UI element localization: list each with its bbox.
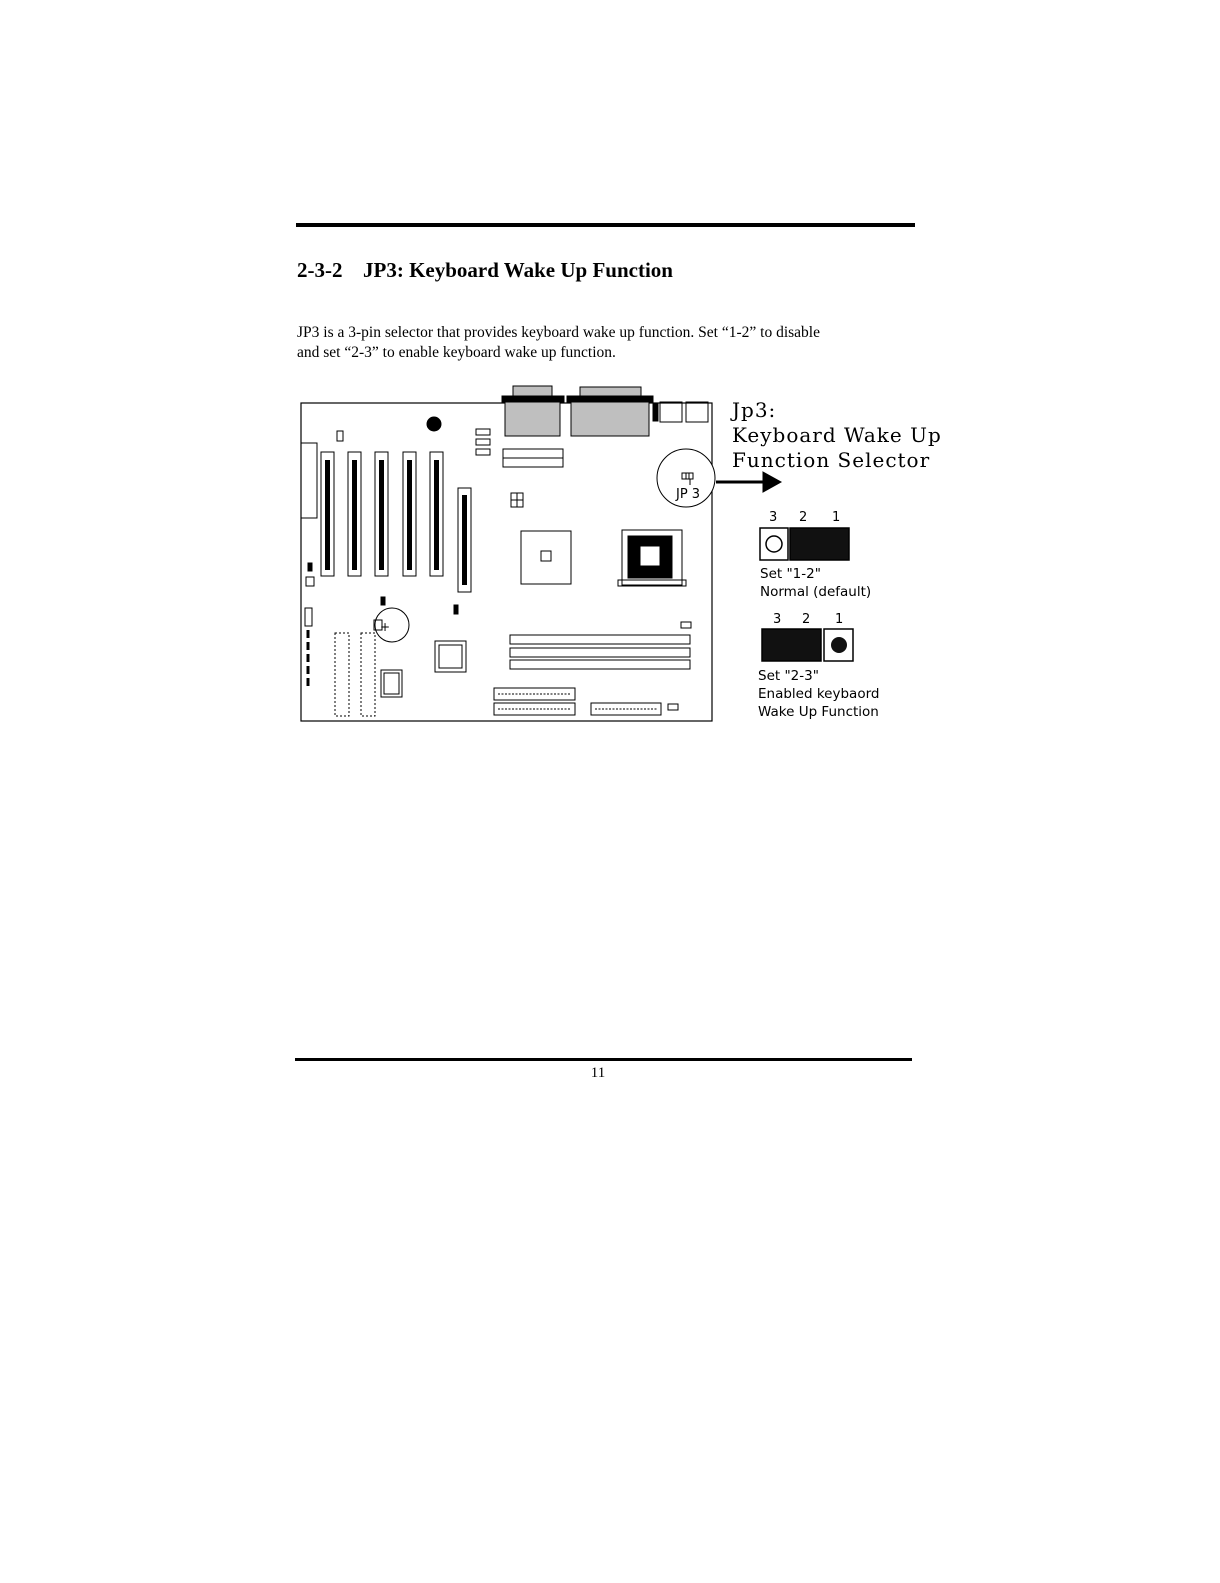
section-title: JP3: Keyboard Wake Up Function — [363, 258, 673, 282]
fan-header-1 — [475, 428, 491, 436]
jumper-cap-1-2 — [789, 527, 850, 561]
bios-chip — [380, 669, 403, 698]
callout-line-2: Function Selector — [732, 448, 930, 472]
small-header-3 — [305, 576, 315, 587]
svg-text:+: + — [380, 620, 390, 634]
floppy-connector — [590, 702, 662, 716]
pci-slot-5 — [429, 451, 444, 577]
pci-slot-1 — [320, 451, 335, 577]
ide-connector-2 — [493, 702, 576, 716]
isa-slot — [300, 442, 318, 519]
pin-1-dot — [831, 637, 847, 653]
setting-1-2-desc: Normal (default) — [760, 584, 871, 600]
dimm-slot-2 — [509, 647, 691, 658]
jp3-figure: + JP 3 Jp3: Keyboard Wake Up Functi — [300, 385, 941, 722]
ide-connector-dotted-1 — [334, 632, 350, 717]
body-line-1: JP3 is a 3-pin selector that provides ke… — [297, 324, 820, 341]
cpu-socket — [621, 529, 683, 586]
callout-title: Jp3: — [730, 398, 776, 422]
pin-number-3: 3 — [773, 612, 781, 627]
small-header-2 — [307, 562, 313, 572]
jp3-board-label: JP 3 — [675, 487, 700, 502]
pci-slot-3 — [374, 451, 389, 577]
agp-slot — [457, 487, 472, 593]
page-number: 11 — [590, 1065, 606, 1081]
setting-2-3-desc-2: Wake Up Function — [758, 704, 879, 720]
header-rule — [296, 223, 915, 227]
front-panel-header — [304, 607, 313, 627]
header-small-1 — [336, 430, 344, 442]
pin-3-open — [765, 535, 783, 553]
small-header-5 — [453, 604, 459, 615]
small-header-4 — [380, 596, 386, 606]
small-header-7 — [667, 703, 679, 711]
setting-1-2-label: Set "1-2" — [760, 566, 821, 582]
section-heading: 2-3-2 JP3: Keyboard Wake Up Function — [297, 258, 673, 283]
setting-2-3-desc-1: Enabled keybaord — [758, 686, 879, 702]
jumper-cap-2-3 — [761, 628, 822, 662]
southbridge-chip — [434, 640, 467, 673]
jumper-setting-2-3: 3 2 1 Set "2-3" Enabled keybaord Wake Up… — [758, 612, 879, 720]
pin-number-1: 1 — [835, 612, 843, 627]
callout-line-1: Keyboard Wake Up — [732, 423, 942, 447]
body-line-2: and set “2-3” to enable keyboard wake up… — [297, 344, 616, 361]
jp3-on-board — [681, 472, 694, 480]
dimm-slot-1 — [509, 634, 691, 645]
audio-block — [652, 402, 659, 422]
usb-port-2 — [685, 401, 709, 423]
pci-slot-4 — [402, 451, 417, 577]
usb-port-1 — [659, 401, 683, 423]
motherboard-diagram: + — [300, 385, 783, 722]
jumper-setting-1-2: 3 2 1 Set "1-2" Normal (default) — [759, 510, 871, 600]
dimm-slot-3 — [509, 659, 691, 670]
callout-arrow-head — [762, 471, 783, 493]
pin-number-3: 3 — [769, 510, 777, 525]
pin-number-2: 2 — [799, 510, 807, 525]
fan-header-3 — [475, 448, 491, 456]
ide-connector-1 — [493, 687, 576, 701]
ide-connector-dotted-2 — [360, 632, 376, 717]
section-number: 2-3-2 — [297, 258, 343, 282]
pin-number-1: 1 — [832, 510, 840, 525]
pin-number-2: 2 — [802, 612, 810, 627]
northbridge-chip — [520, 530, 572, 585]
battery — [374, 607, 410, 643]
pci-slot-2 — [347, 451, 362, 577]
chip-round — [426, 416, 442, 432]
footer-rule — [295, 1058, 912, 1061]
small-header-6 — [680, 621, 692, 629]
vga-connector-bar — [501, 395, 565, 403]
fan-header-2 — [475, 438, 491, 446]
parallel-connector-bar — [566, 395, 654, 403]
setting-2-3-label: Set "2-3" — [758, 668, 819, 684]
